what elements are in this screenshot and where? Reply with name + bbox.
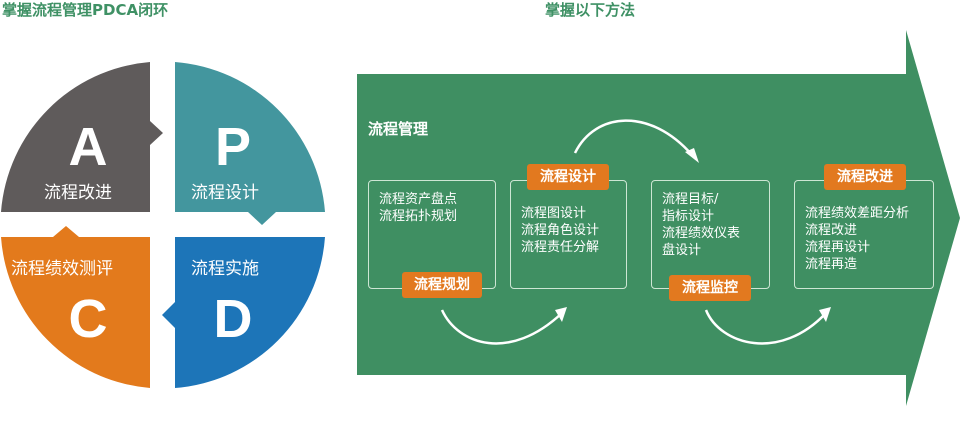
quadrant-a: [1, 62, 163, 212]
label-a: 流程改进: [44, 183, 112, 203]
arrowhead-2: [685, 148, 699, 163]
quadrant-c: [1, 226, 150, 388]
stage-line: 流程图设计: [521, 206, 587, 221]
badge-design: 流程设计: [527, 164, 609, 190]
letter-a: A: [68, 117, 108, 177]
letter-d: D: [213, 289, 253, 349]
stage-line: 盘设计: [662, 243, 702, 258]
quadrant-d: [162, 237, 325, 388]
letter-p: P: [214, 117, 252, 177]
pdca-title: 掌握流程管理PDCA闭环: [2, 1, 169, 19]
stage-line: 流程再造: [805, 257, 858, 272]
label-p: 流程设计: [191, 183, 259, 203]
curve-monitor-to-improve: [704, 309, 827, 345]
stage-line: 流程责任分解: [521, 240, 600, 255]
badge-plan: 流程规划: [402, 272, 482, 298]
badge-monitor: 流程监控: [669, 275, 751, 301]
stage-line: 流程拓扑规划: [379, 209, 458, 224]
curve-design-to-monitor: [573, 119, 693, 156]
stage-line: 流程绩效差距分析: [805, 206, 910, 221]
stage-line: 流程资产盘点: [379, 192, 458, 207]
stage-box-improve: 流程绩效差距分析 流程改进 流程再设计 流程再造: [794, 180, 934, 289]
arrowhead-3: [819, 307, 831, 322]
arrowhead-1: [555, 307, 567, 322]
badge-improve: 流程改进: [824, 164, 906, 190]
flow-arrowheads: [555, 148, 831, 322]
pdca-wheel: [1, 62, 325, 388]
stage-line: 指标设计: [662, 209, 715, 224]
stage-line: 流程改进: [805, 223, 858, 238]
stage-box-design: 流程图设计 流程角色设计 流程责任分解: [510, 180, 627, 289]
stage-box-monitor: 流程目标/ 指标设计 流程绩效仪表 盘设计: [651, 180, 770, 289]
flow-curves: [440, 119, 827, 345]
label-c: 流程绩效测评: [11, 259, 113, 279]
stage-line: 流程目标/: [662, 192, 719, 207]
stage-line: 流程角色设计: [521, 223, 600, 238]
quadrant-p: [175, 62, 325, 225]
label-d: 流程实施: [191, 259, 259, 279]
curve-plan-to-design: [440, 309, 563, 345]
methods-title: 掌握以下方法: [545, 1, 636, 19]
section-title: 流程管理: [368, 120, 429, 138]
letter-c: C: [68, 289, 108, 349]
stage-line: 流程绩效仪表: [662, 226, 741, 241]
stage-line: 流程再设计: [805, 240, 871, 255]
